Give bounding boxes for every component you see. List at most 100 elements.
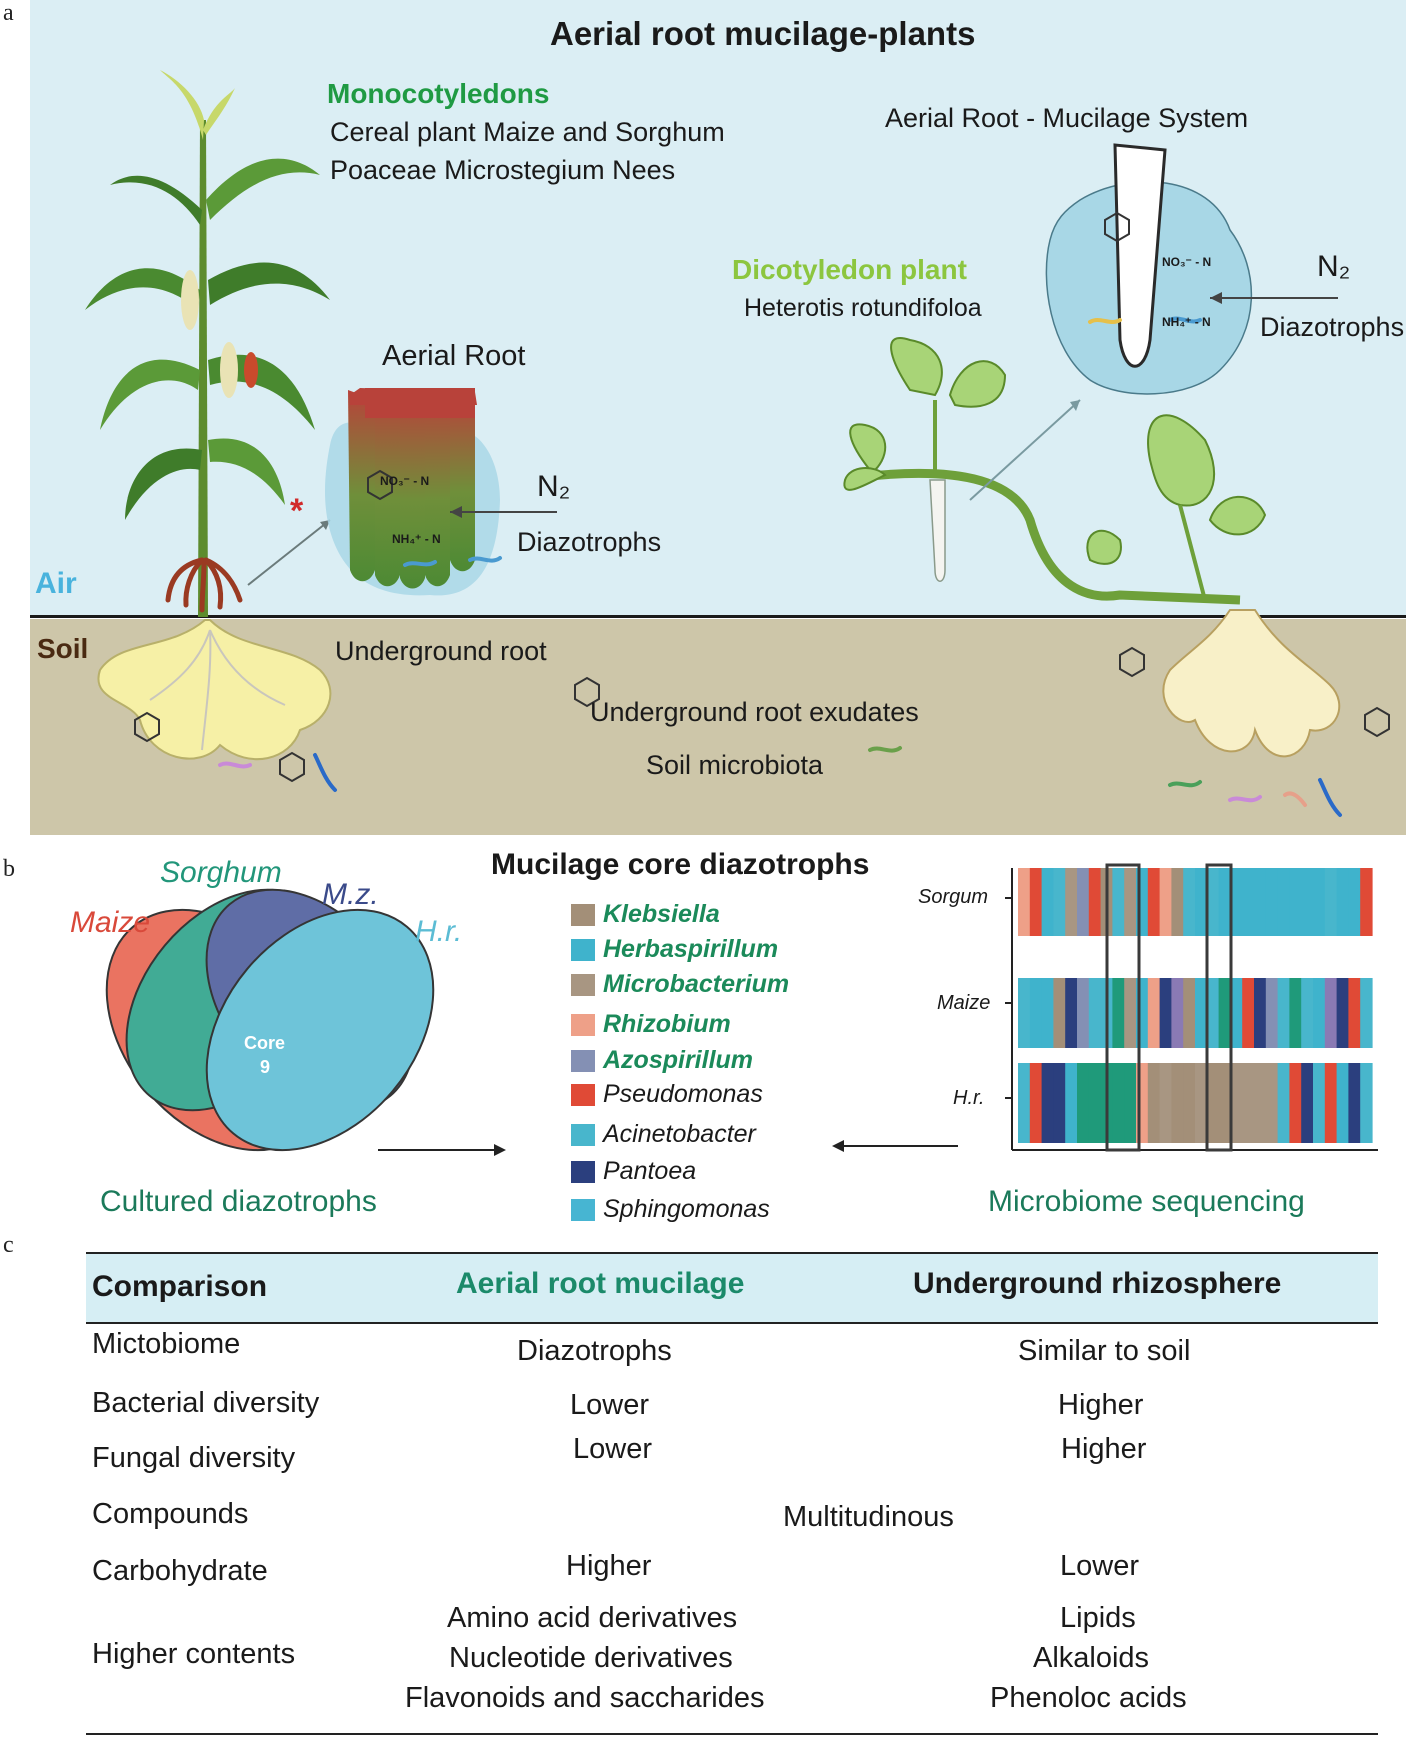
- bar-segment: [1124, 868, 1137, 936]
- bar-segment: [1277, 1063, 1290, 1143]
- bar-segment: [1242, 1063, 1255, 1143]
- dicot-species: Heterotis rotundifoloa: [744, 294, 982, 322]
- highlight-box-1: [1105, 863, 1141, 1152]
- bar-segment: [1077, 868, 1090, 936]
- bar-segment: [1277, 868, 1290, 936]
- ground-line: [30, 615, 1406, 618]
- underground-root-label: Underground root: [335, 636, 547, 666]
- aerial-root-label: Aerial Root: [382, 340, 526, 372]
- bar-segment: [1254, 868, 1267, 936]
- row-label: Bacterial diversity: [92, 1387, 320, 1419]
- venn-label-maize: Maize: [70, 906, 151, 939]
- legend-label: Rhizobium: [603, 1010, 731, 1038]
- row-rhizosphere-value: Higher: [1058, 1389, 1144, 1421]
- dicot-plant: [843, 337, 1341, 758]
- bar-segment: [1029, 868, 1043, 936]
- row-rhizosphere-value: Lower: [1060, 1550, 1139, 1582]
- row-mucilage-value: Lower: [570, 1389, 649, 1421]
- venn-label-hr: H.r.: [415, 915, 463, 948]
- bar-segment: [1313, 868, 1326, 936]
- diazotrophs-left: Diazotrophs: [517, 527, 662, 557]
- nh4-right: NH₄⁺ - N: [1162, 315, 1211, 329]
- bar-segment: [1336, 1063, 1349, 1143]
- row-shared-value: Multitudinous: [783, 1501, 954, 1533]
- soil-label: Soil: [37, 633, 89, 664]
- bar-segment: [1301, 868, 1314, 936]
- bar-segment: [1018, 868, 1031, 936]
- air-label: Air: [35, 567, 77, 600]
- panel-a-title: Aerial root mucilage-plants: [550, 15, 976, 52]
- row-mucilage-value: Lower: [573, 1433, 652, 1465]
- table-header-band: [86, 1254, 1378, 1322]
- legend-title: Mucilage core diazotrophs: [491, 848, 870, 881]
- bar-segment: [1313, 978, 1326, 1048]
- bar-segment: [1254, 1063, 1267, 1143]
- bar-segment: [1265, 1063, 1279, 1143]
- legend-swatch: [571, 939, 595, 961]
- legend-label: Pseudomonas: [603, 1080, 763, 1108]
- panel-letter-a: a: [3, 0, 14, 26]
- legend-swatch: [571, 904, 595, 926]
- bar-segment: [1348, 868, 1361, 936]
- bar-segment: [1018, 978, 1031, 1048]
- monocot-line-2: Poaceae Microstegium Nees: [330, 155, 676, 185]
- bar-segment: [1088, 868, 1102, 936]
- legend-label: Microbacterium: [603, 970, 790, 998]
- n2-right: N₂: [1317, 250, 1351, 283]
- bar-segment: [1171, 1063, 1184, 1143]
- bar-segment: [1265, 868, 1279, 936]
- row-label: Fungal diversity: [92, 1442, 296, 1474]
- bar-segment: [1289, 978, 1302, 1048]
- bar-segment: [1218, 1063, 1231, 1143]
- bar-segment: [1077, 978, 1090, 1048]
- bar-segment: [1324, 868, 1338, 936]
- venn-set-hr: [205, 908, 435, 1152]
- dicot-heading: Dicotyledon plant: [732, 254, 967, 285]
- row-rhizosphere-value: Similar to soil: [1018, 1335, 1191, 1367]
- legend-label: Acinetobacter: [603, 1120, 756, 1148]
- bar-segment: [1242, 868, 1255, 936]
- row-label: Higher contents: [92, 1638, 296, 1670]
- bar-segment: [1065, 978, 1078, 1048]
- panel-letter-b: b: [3, 856, 15, 882]
- bar-segment: [1336, 868, 1349, 936]
- plant-illustration: [85, 70, 1390, 817]
- bar-segment: [1230, 1063, 1243, 1143]
- row-label: Carbohydrate: [92, 1555, 268, 1587]
- maize-plant: [85, 70, 332, 761]
- bar-segment: [1360, 978, 1373, 1048]
- bar-segment: [1041, 1063, 1054, 1143]
- row-label: Mictobiome: [92, 1328, 241, 1360]
- bar-segment: [1360, 1063, 1373, 1143]
- bar-segment: [1112, 1063, 1125, 1143]
- table-header-rule: [86, 1322, 1378, 1324]
- bar-segment: [1324, 978, 1338, 1048]
- row-mucilage-value: Higher: [566, 1550, 652, 1582]
- bar-segment: [1254, 978, 1267, 1048]
- bar-segment: [1242, 978, 1255, 1048]
- bar-segment: [1289, 1063, 1302, 1143]
- row-rhizosphere-value: Lipids: [1060, 1602, 1136, 1634]
- monocot-line-1: Cereal plant Maize and Sorghum: [330, 117, 725, 147]
- bar-segment: [1112, 868, 1125, 936]
- table-header-comparison: Comparison: [92, 1270, 268, 1303]
- venn-caption: Cultured diazotrophs: [100, 1185, 377, 1218]
- no3-left: NO₃⁻ - N: [380, 474, 430, 488]
- bar-segment: [1195, 978, 1208, 1048]
- table-bottom-rule: [86, 1733, 1378, 1735]
- bar-segment: [1159, 868, 1172, 936]
- bar-segment: [1218, 868, 1231, 936]
- exudates-label: Underground root exudates: [590, 697, 919, 727]
- bar-segment: [1124, 1063, 1137, 1143]
- legend-swatch: [571, 1161, 595, 1183]
- bar-segment: [1124, 978, 1137, 1048]
- legend-label: Pantoea: [603, 1157, 697, 1185]
- bar-segment: [1183, 1063, 1196, 1143]
- microbe-icons: [218, 316, 1342, 817]
- bar-row-label-hr: H.r.: [953, 1087, 985, 1109]
- venn-core-count: 9: [260, 1057, 271, 1077]
- bar-segment: [1029, 978, 1043, 1048]
- row-rhizosphere-value: Higher: [1061, 1433, 1147, 1465]
- bar-segment: [1088, 1063, 1102, 1143]
- monocot-heading: Monocotyledons: [327, 78, 550, 109]
